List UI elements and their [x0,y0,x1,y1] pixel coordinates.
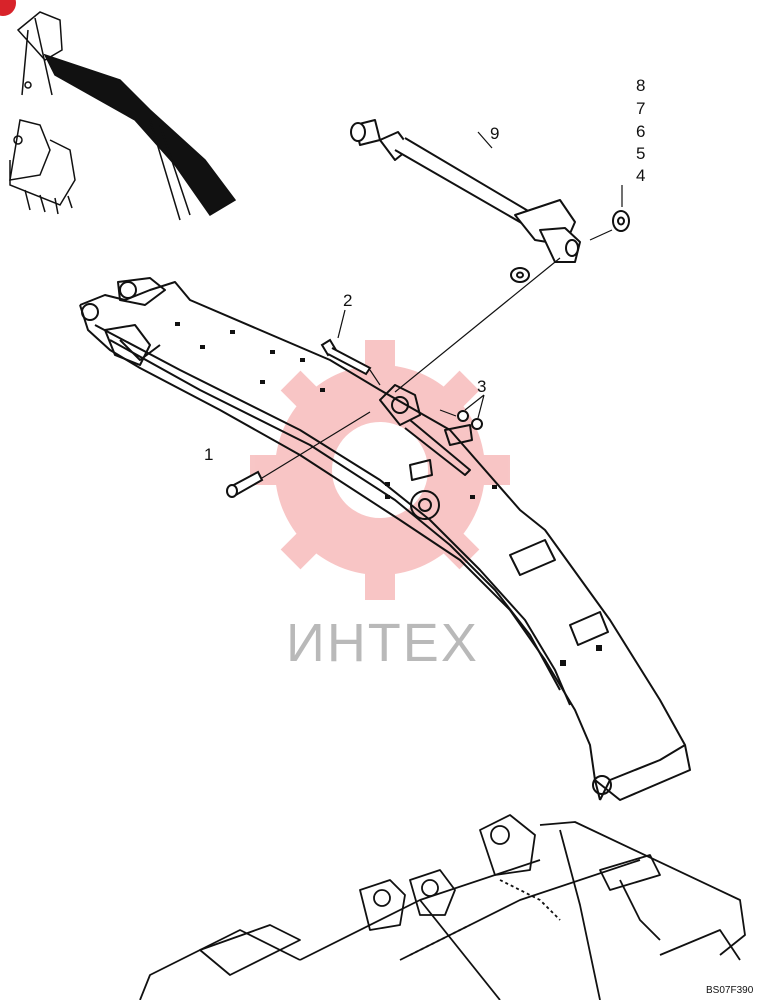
corner-badge [0,0,16,16]
callout-2: 2 [343,291,353,310]
excavator-thumbnail [9,11,237,221]
callout-5: 5 [636,144,646,163]
part-cylinder [350,119,581,393]
callout-9: 9 [490,124,500,143]
watermark-text: ИНТЕХ [286,613,479,673]
part-pin [226,411,371,498]
callout-6: 6 [636,122,646,141]
callout-3: 3 [477,377,487,396]
callout-8: 8 [636,76,646,95]
drawing-reference-code: BS07F390 [706,985,754,996]
part-washers [510,210,630,283]
boom [79,277,691,801]
callout-4: 4 [636,166,646,185]
callout-7: 7 [636,99,646,118]
part-nuts [439,394,485,430]
undercarriage-frame [139,814,746,1000]
part-bolt [320,309,381,386]
callout-1: 1 [204,445,214,464]
